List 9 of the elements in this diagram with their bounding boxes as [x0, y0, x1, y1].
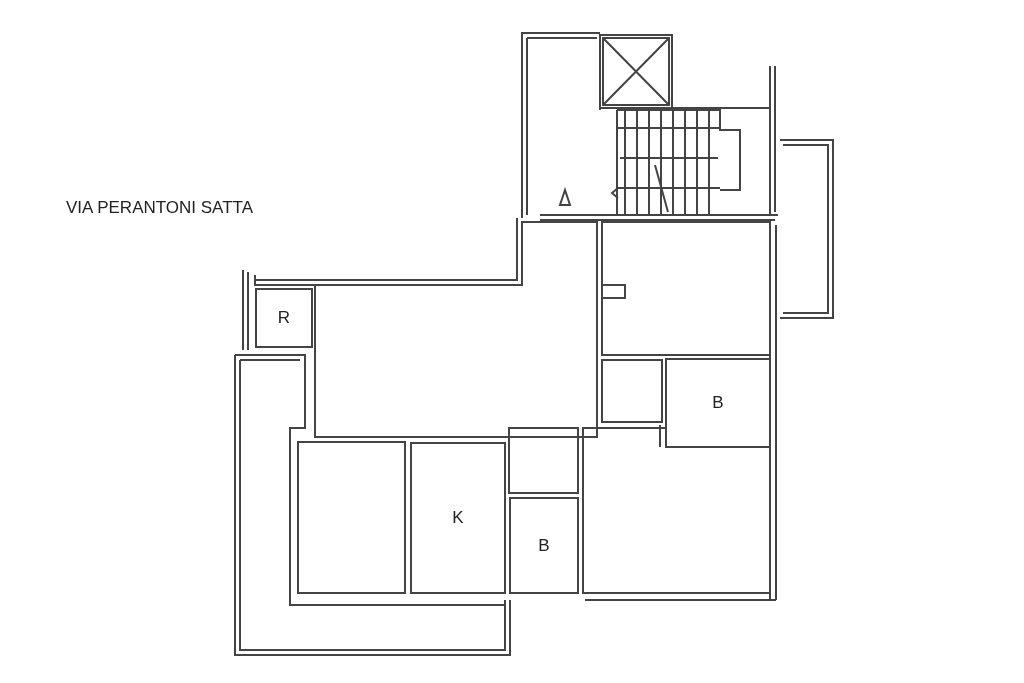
- bathroom: [665, 358, 771, 448]
- room-label: B: [538, 535, 550, 556]
- bathroom: [509, 497, 579, 594]
- room-label: B: [712, 393, 724, 413]
- street-name: VIA PERANTONI SATTA: [66, 198, 254, 218]
- kitchen: [410, 442, 506, 594]
- room-label: K: [452, 508, 464, 528]
- room: [255, 288, 313, 348]
- room-label: R: [277, 308, 291, 328]
